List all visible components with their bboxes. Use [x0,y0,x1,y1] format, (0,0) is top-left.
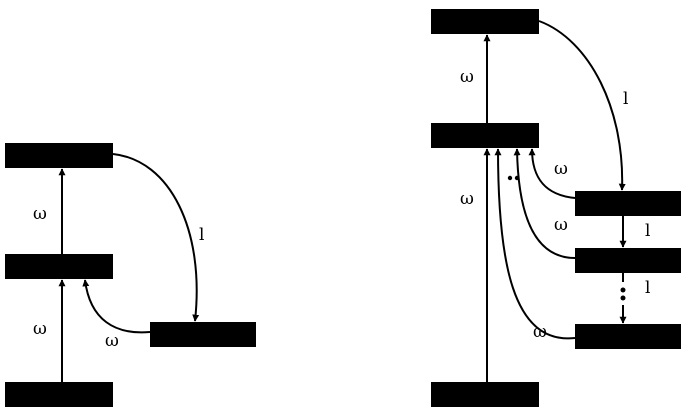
right-return-arrow-2 [513,148,576,259]
left-top-level [5,143,113,168]
right-diagram: ω ω l l l ω ω ω [431,9,681,407]
left-diagram: ω ω l ω [5,143,256,407]
left-return-arrow [82,279,151,334]
left-lower-omega-label: ω [33,319,47,339]
right-continuation-dot-1 [620,287,626,293]
right-return-arrow-1 [528,148,576,199]
right-top-level [431,9,539,34]
left-upper-omega-label: ω [33,204,47,224]
right-return-arrow-n [494,148,576,340]
left-return-omega-label: ω [105,331,119,351]
right-continued-decay-label: l [645,278,650,298]
right-return-omega-label-1: ω [554,159,568,179]
right-top-decay-arrow [538,20,626,191]
right-top-decay-label: l [623,89,628,109]
left-middle-level [5,254,113,279]
right-return-dot-1 [507,175,513,181]
right-ground-level [431,382,539,407]
right-side-level-n [575,324,681,349]
left-side-level [150,322,256,347]
right-lower-omega-label: ω [460,189,474,209]
right-return-dot-2 [514,175,520,181]
right-return-omega-label-2: ω [554,215,568,235]
right-return-omega-label-n: ω [533,322,547,342]
right-step-decay-label: l [645,221,650,241]
right-middle-level [431,123,539,148]
right-side-level-2 [575,248,681,273]
left-decay-arrow [112,153,200,322]
left-decay-label: l [199,225,204,245]
left-ground-level [5,382,113,407]
right-upper-omega-label: ω [460,67,474,87]
right-side-level-1 [575,191,681,216]
right-continuation-dot-2 [620,295,626,301]
